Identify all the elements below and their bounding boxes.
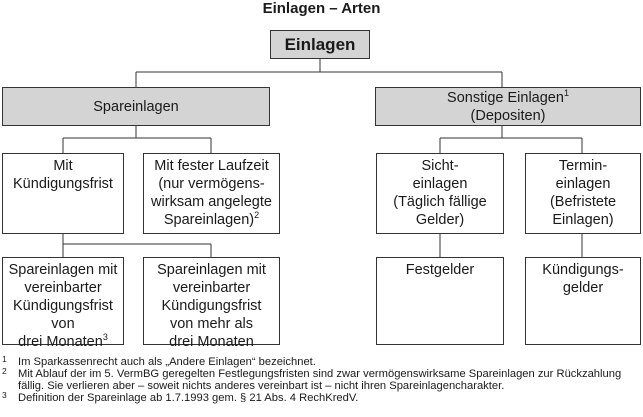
sichteinlagen-line2: einlagen [412, 176, 468, 192]
mit-fester-laufzeit-line3: wirksam angelegte [151, 194, 272, 210]
spareinlagen-box: Spareinlagen [2, 87, 270, 126]
mit-kuendigungsfrist-line2: Kündigungsfrist [13, 176, 113, 192]
kuendigungsgelder-line1: Kündigungs- [542, 262, 624, 278]
footnote-2: 2 Mit Ablauf der im 5. VermBG geregelten… [2, 366, 643, 392]
sichteinlagen-box: Sicht- einlagen (Täglich fällige Gelder) [376, 153, 504, 234]
mit-fester-laufzeit-box: Mit fester Laufzeit (nur vermögens- wirk… [143, 153, 280, 234]
einlagen-root-label: Einlagen [284, 34, 356, 54]
drei-monate-line1: Spareinlagen mit [8, 262, 118, 278]
termineinlagen-line2: einlagen [555, 176, 611, 192]
drei-monate-line2: vereinbarter [24, 280, 102, 296]
depositen-label: (Depositen) [470, 107, 546, 124]
spareinlagen-label: Spareinlagen [93, 98, 179, 115]
drei-monate-line4: von [51, 316, 75, 332]
termineinlagen-line1: Termin- [558, 158, 608, 174]
mit-fester-laufzeit-line2: (nur vermögens- [158, 176, 265, 192]
footnote-ref-1: 1 [563, 87, 569, 98]
kuendigungsgelder-box: Kündigungs- gelder [525, 257, 641, 345]
drei-monate-line5: drei Monaten3 [18, 332, 108, 350]
footnote-3: 3 Definition der Spareinlage ab 1.7.1993… [2, 390, 643, 404]
einlagen-root-box: Einlagen [270, 30, 370, 59]
termineinlagen-line4: Einlagen) [552, 212, 614, 228]
mit-kuendigungsfrist-line1: Mit [53, 158, 73, 174]
mit-kuendigungsfrist-box: Mit Kündigungsfrist [2, 153, 124, 234]
termineinlagen-box: Termin- einlagen (Befristete Einlagen) [525, 153, 641, 234]
footnote-1: 1 Im Sparkassenrecht auch als „Andere Ei… [2, 354, 643, 368]
mehr-als-drei-monate-line4: von mehr als [169, 316, 253, 332]
footnote-3-text: Definition der Spareinlage ab 1.7.1993 g… [18, 392, 359, 404]
sonstige-einlagen-label: Sonstige Einlagen1 [447, 87, 569, 106]
footnote-ref-3: 3 [102, 332, 108, 343]
mehr-als-drei-monate-line2: vereinbarter [172, 280, 251, 296]
mit-fester-laufzeit-line1: Mit fester Laufzeit [154, 158, 269, 174]
festgelder-box: Festgelder [376, 257, 504, 345]
mit-fester-laufzeit-line4: Spareinlagen)2 [163, 210, 260, 228]
drei-monate-line3: Kündigungsfrist [13, 298, 113, 314]
kuendigungsgelder-line2: gelder [562, 280, 604, 296]
footnote-1-text: Im Sparkassenrecht auch als „Andere Einl… [18, 356, 316, 368]
footnote-1-number: 1 [2, 354, 7, 364]
sonstige-einlagen-box: Sonstige Einlagen1 (Depositen) [375, 87, 641, 126]
kuendigungsfrist-mehr-als-drei-monate-box: Spareinlagen mit vereinbarter Kündigungs… [143, 257, 280, 350]
mehr-als-drei-monate-line1: Spareinlagen mit [157, 262, 266, 278]
footnote-ref-2: 2 [254, 210, 260, 221]
footnote-2-text: Mit Ablauf der im 5. VermBG geregelten F… [18, 368, 622, 392]
mehr-als-drei-monate-line3: Kündigungsfrist [161, 298, 262, 314]
diagram-title: Einlagen – Arten [262, 0, 381, 17]
kuendigungsfrist-drei-monate-box: Spareinlagen mit vereinbarter Kündigungs… [2, 257, 124, 350]
sichteinlagen-line4: Gelder) [415, 212, 465, 228]
festgelder-label: Festgelder [405, 262, 475, 278]
footnote-3-number: 3 [2, 390, 7, 400]
sichteinlagen-line3: (Täglich fällige [393, 194, 487, 210]
footnote-2-number: 2 [2, 366, 7, 376]
termineinlagen-line3: (Befristete [549, 194, 617, 210]
sichteinlagen-line1: Sicht- [421, 158, 459, 174]
mehr-als-drei-monate-line5: drei Monaten [169, 334, 254, 350]
footnotes: 1 Im Sparkassenrecht auch als „Andere Ei… [2, 354, 643, 404]
